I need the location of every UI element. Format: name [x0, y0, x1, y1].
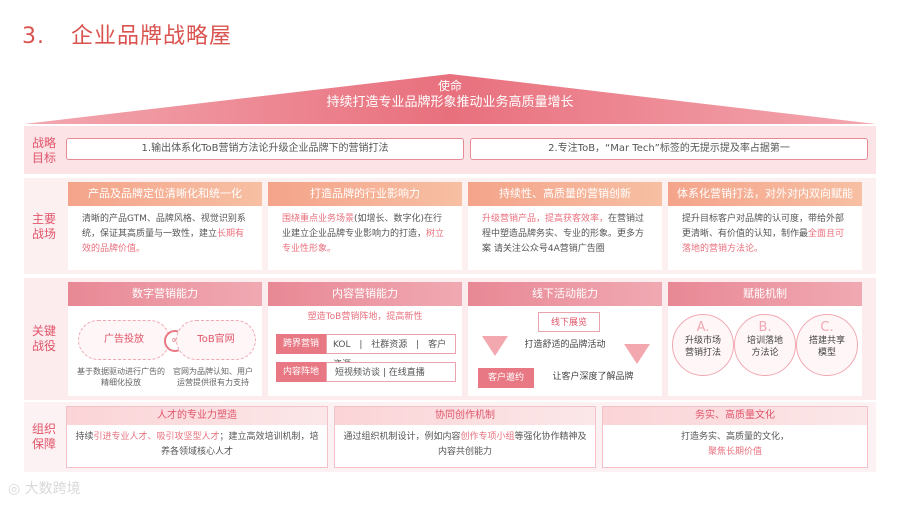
org-head: 协同创作机制 [335, 407, 595, 425]
battles-label: 主要 战场 [31, 212, 56, 241]
org-body: 打造务实、高质量的文化，聚焦长期价值 [680, 432, 789, 457]
battle-card-body: 提升目标客户对品牌的认可度，带给外部更清晰、有价值的认知，制作最全面且可落地的营… [682, 214, 845, 254]
org-body: 持续引进专业人才、吸引攻坚型人才；建立高效培训机制，培养各领域核心人才 [75, 432, 319, 457]
campaign-head: 内容营销能力 [268, 282, 462, 306]
battle-card-body: 升级营销产品，提高获客效率，在营销过程中塑造品牌务实、专业的形象。更多方案 请关… [482, 214, 645, 254]
battle-card-head: 持续性、高质量的营销创新 [468, 182, 662, 206]
campaign-head: 赋能机制 [668, 282, 862, 306]
ads-bubble: 广告投放 [78, 320, 170, 360]
circle-a: A. 升级市场营销打法 [672, 314, 734, 376]
battle-card-head: 体系化营销打法，对外对内双向赋能 [668, 182, 862, 206]
battle-card-4: 体系化营销打法，对外对内双向赋能 提升目标客户对品牌的认可度，带给外部更清晰、有… [668, 182, 862, 270]
campaigns-row: 关键 战役 数字营销能力 广告投放 ∞ ToB官网 基于数据驱动进行广告的精细化… [24, 278, 876, 400]
page-title: 3.企业品牌战略屋 [22, 24, 233, 49]
org-culture: 务实、高质量文化 打造务实、高质量的文化，聚焦长期价值 [602, 406, 868, 468]
goals-row: 战略 目标 1.输出体系化ToB营销方法论升级企业品牌下的营销打法 2.专注To… [24, 126, 876, 174]
battle-card-3: 持续性、高质量的营销创新 升级营销产品，提高获客效率，在营销过程中塑造品牌务实、… [468, 182, 662, 270]
mission-label: 使命 [437, 79, 462, 93]
mission-text: 持续打造专业品牌形象推动业务高质量增长 [326, 95, 574, 110]
campaign-enable: 赋能机制 A. 升级市场营销打法 B. 培训落地方法论 C. 搭建共享模型 [668, 282, 862, 396]
circle-b: B. 培训落地方法论 [734, 314, 796, 376]
content-sub: 塑造ToB营销阵地，提高新性 [307, 312, 423, 322]
org-head: 人才的专业力塑造 [67, 407, 327, 425]
offline-bottom: 让客户深度了解品牌 [552, 372, 634, 382]
invite-tag: 客户邀约 [478, 368, 534, 388]
content-base-tag: 内容阵地 [276, 362, 326, 382]
content-base-items: 短视频访谈 | 在线直播 [326, 362, 456, 382]
battles-row: 主要 战场 产品及品牌定位清晰化和统一化 清晰的产品GTM、品牌风格、视觉识别系… [24, 178, 876, 274]
roof-shape [24, 74, 876, 124]
campaign-digital: 数字营销能力 广告投放 ∞ ToB官网 基于数据驱动进行广告的精细化投放 官网为… [68, 282, 262, 396]
goals-label: 战略 目标 [31, 136, 56, 165]
battle-card-head: 打造品牌的行业影响力 [268, 182, 462, 206]
mission: 使命 持续打造专业品牌形象推动业务高质量增长 [0, 78, 900, 112]
campaign-head: 线下活动能力 [468, 282, 662, 306]
expo-tag: 线下展览 [538, 312, 600, 332]
org-head: 务实、高质量文化 [603, 407, 867, 425]
crossover-items: KOL | 社群资源 | 客户资源 [326, 334, 456, 370]
goal-2: 2.专注ToB，“Mar Tech”标签的无提示提及率占据第一 [470, 138, 868, 160]
battle-card-body: 清晰的产品GTM、品牌风格、视觉识别系统，保证其高质量与一致性，建立长期有效的品… [82, 214, 246, 254]
org-label: 组织 保障 [31, 422, 56, 451]
battle-card-head: 产品及品牌定位清晰化和统一化 [68, 182, 262, 206]
campaign-offline: 线下活动能力 线下展览 打造舒适的品牌活动 客户邀约 让客户深度了解品牌 [468, 282, 662, 396]
goal-1: 1.输出体系化ToB营销方法论升级企业品牌下的营销打法 [66, 138, 464, 160]
circle-c: C. 搭建共享模型 [796, 314, 858, 376]
ads-note: 基于数据驱动进行广告的精细化投放 [77, 367, 165, 387]
org-talent: 人才的专业力塑造 持续引进专业人才、吸引攻坚型人才；建立高效培训机制，培养各领域… [66, 406, 328, 468]
campaign-head: 数字营销能力 [68, 282, 262, 306]
battle-card-body: 围绕重点业务场景(如增长、数字化)在行业建立企业品牌专业影响力的打造，树立专业性… [282, 214, 445, 254]
arrow-down-icon [624, 344, 650, 364]
arrow-down-icon [482, 336, 508, 356]
website-note: 官网为品牌认知、用户运营提供很有力支持 [173, 367, 253, 387]
org-row: 组织 保障 人才的专业力塑造 持续引进专业人才、吸引攻坚型人才；建立高效培训机制… [24, 402, 876, 472]
watermark-logo: ◎ 大数跨境 [8, 481, 81, 497]
crossover-tag: 跨界营销 [276, 334, 326, 354]
org-collab: 协同创作机制 通过组织机制设计，例如内容创作专项小组等强化协作精神及内容共创能力 [334, 406, 596, 468]
campaigns-label: 关键 战役 [31, 324, 56, 353]
org-body: 通过组织机制设计，例如内容创作专项小组等强化协作精神及内容共创能力 [343, 432, 587, 457]
battle-card-1: 产品及品牌定位清晰化和统一化 清晰的产品GTM、品牌风格、视觉识别系统，保证其高… [68, 182, 262, 270]
campaign-content: 内容营销能力 塑造ToB营销阵地，提高新性 跨界营销 KOL | 社群资源 | … [268, 282, 462, 396]
battle-card-2: 打造品牌的行业影响力 围绕重点业务场景(如增长、数字化)在行业建立企业品牌专业影… [268, 182, 462, 270]
website-bubble: ToB官网 [176, 320, 256, 360]
offline-mid: 打造舒适的品牌活动 [524, 340, 606, 350]
